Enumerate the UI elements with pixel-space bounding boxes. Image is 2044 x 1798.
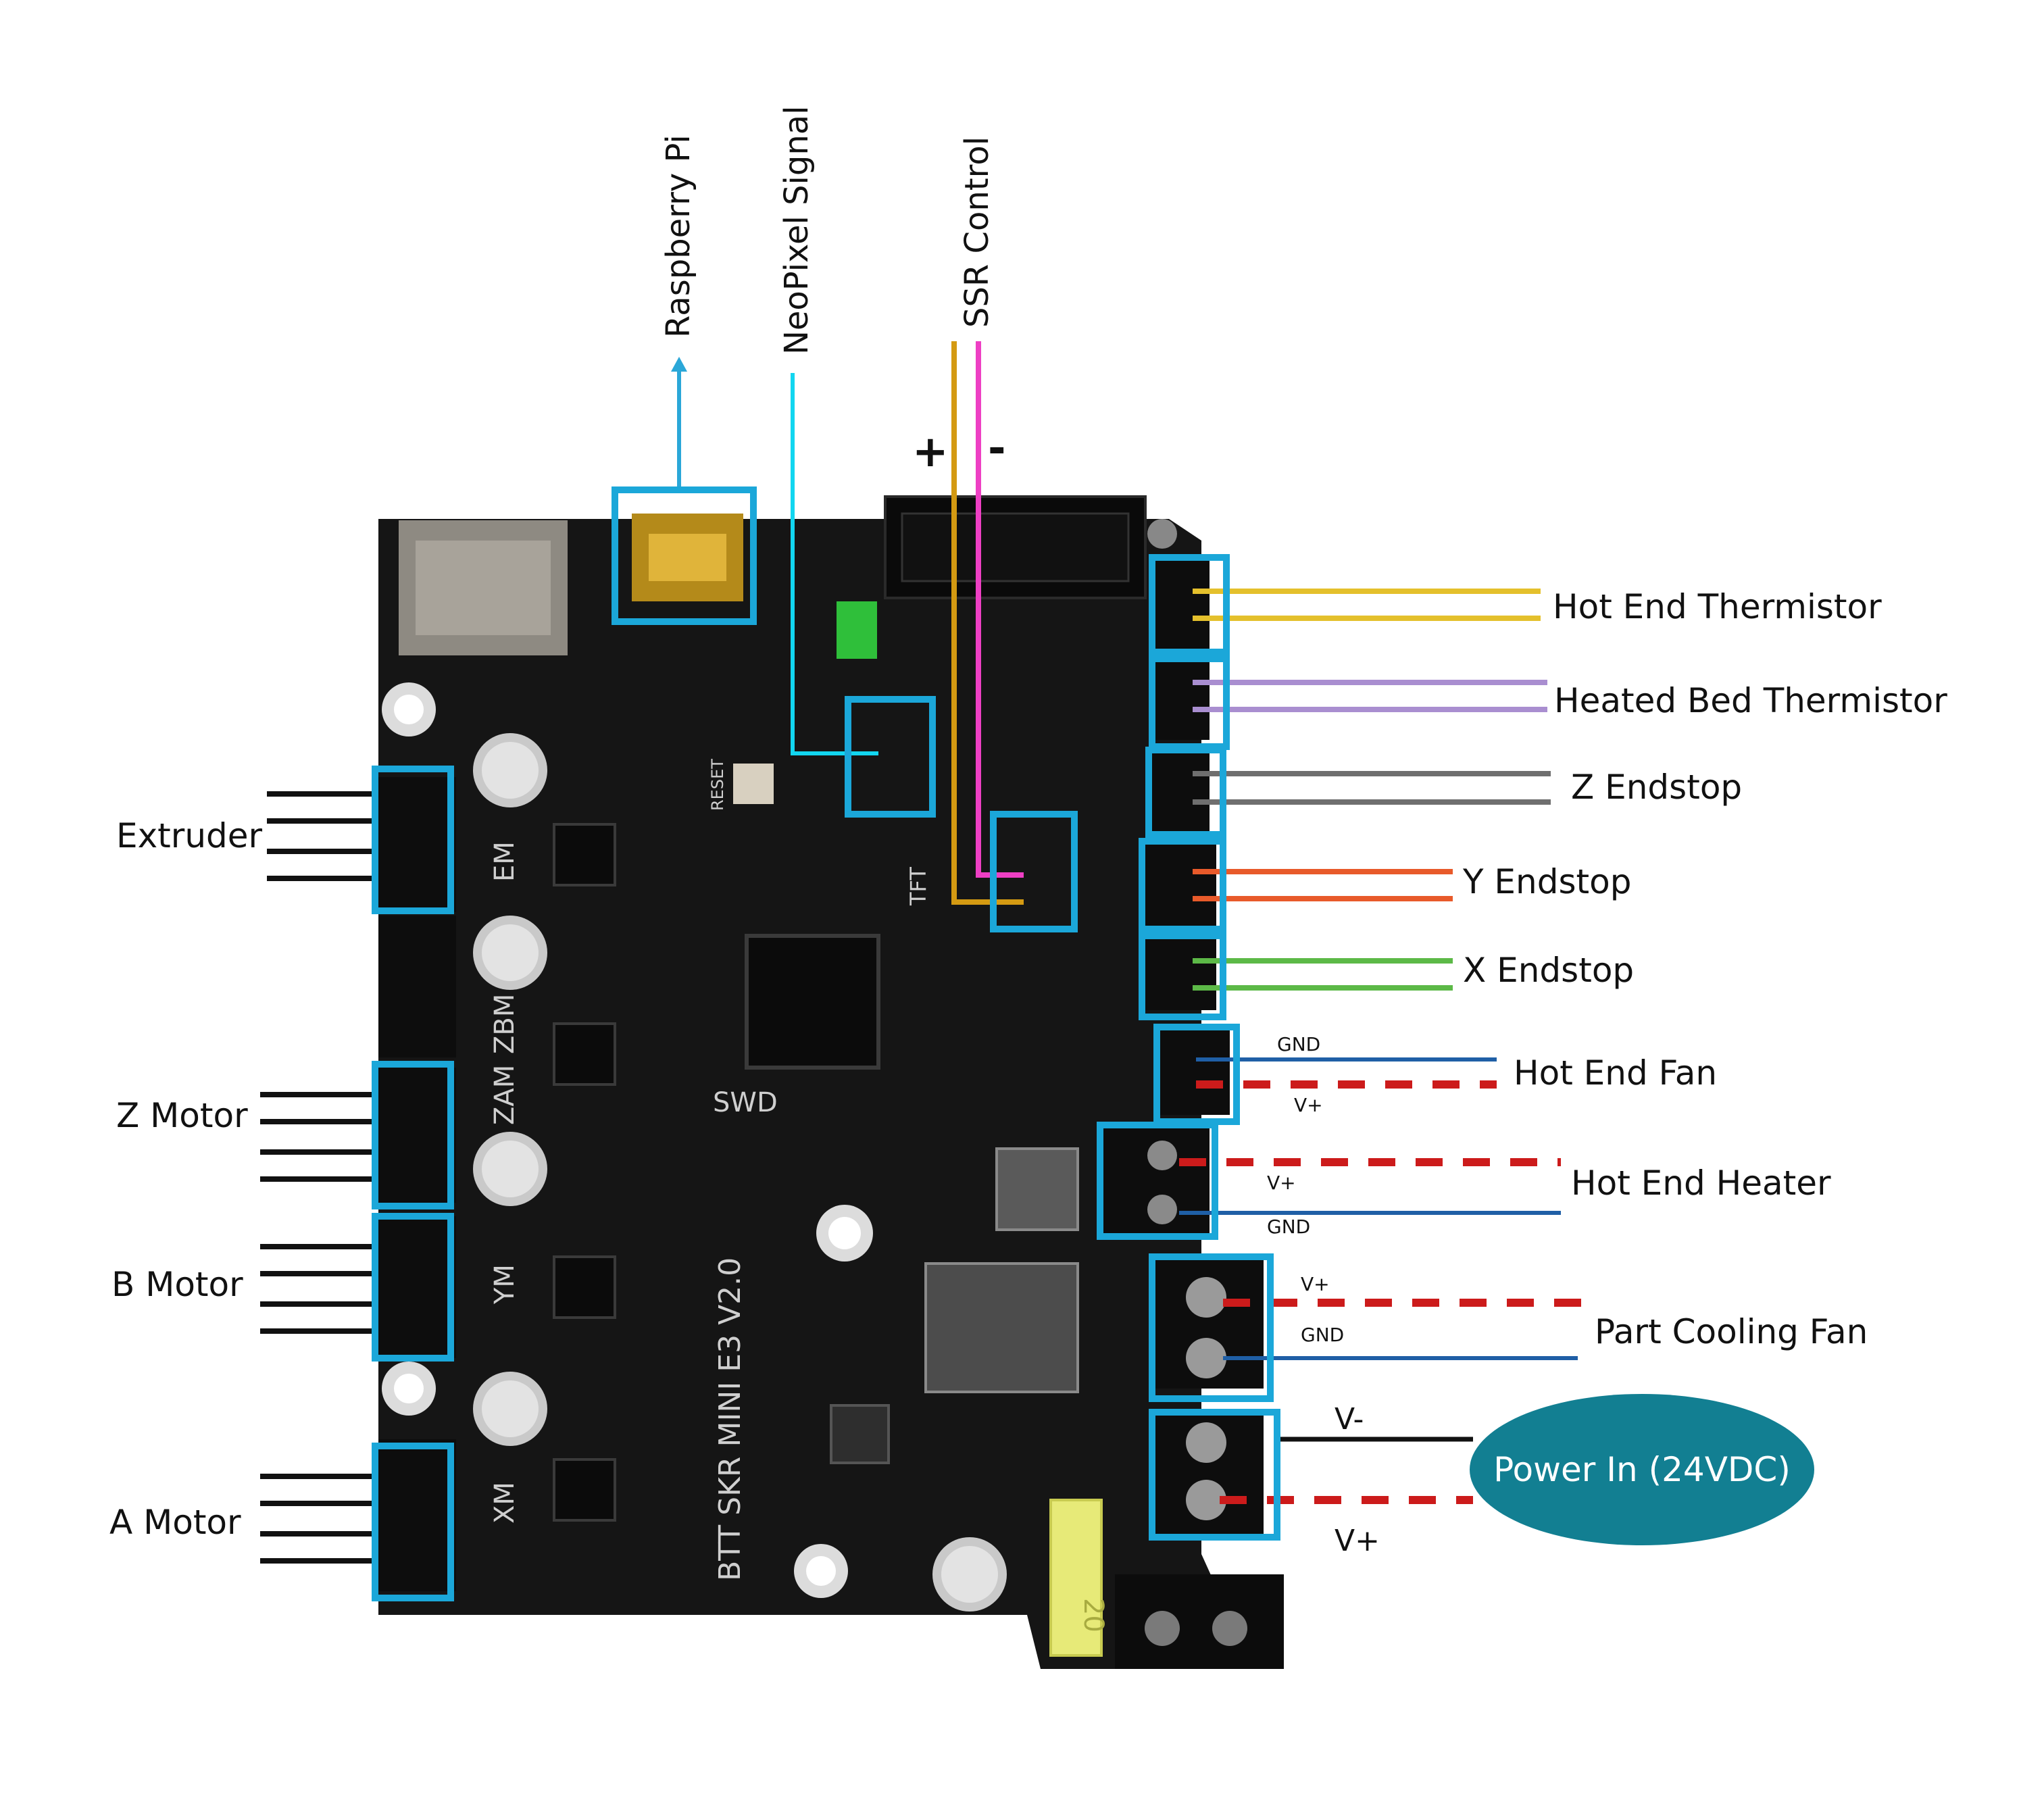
hot-end-heater-vplus-label: V+ bbox=[1267, 1172, 1296, 1194]
capacitor bbox=[473, 733, 547, 807]
arrow-up-icon bbox=[671, 357, 687, 372]
part-cooling-fan-label: Part Cooling Fan bbox=[1595, 1312, 1868, 1351]
highlight-usb bbox=[612, 486, 757, 625]
hot-end-thermistor-wires bbox=[1193, 589, 1541, 621]
highlight-power-in bbox=[1149, 1409, 1280, 1541]
silk-xm: XM bbox=[489, 1482, 520, 1524]
highlight-y-endstop bbox=[1139, 838, 1226, 932]
driver-chip bbox=[553, 823, 616, 886]
bottom-terminal-block bbox=[1115, 1574, 1284, 1669]
highlight-hot-end-heater bbox=[1097, 1122, 1218, 1240]
highlight-boxes bbox=[372, 486, 1280, 1601]
neopixel-label: NeoPixel Signal bbox=[778, 105, 816, 355]
capacitor bbox=[473, 1132, 547, 1206]
ssr-control-label: SSR Control bbox=[958, 136, 996, 328]
jumper bbox=[837, 601, 877, 659]
ssr-control-link: SSR Control + - bbox=[912, 136, 1024, 905]
driver-chip bbox=[553, 1458, 616, 1522]
highlight-x-endstop bbox=[1139, 932, 1226, 1020]
z-endstop-wires bbox=[1193, 771, 1551, 805]
mount-hole bbox=[1147, 519, 1177, 549]
highlight-hot-end-thermistor bbox=[1149, 554, 1230, 655]
capacitor bbox=[473, 1372, 547, 1446]
power-in-ellipse bbox=[1470, 1394, 1814, 1545]
hot-end-fan-vplus-label: V+ bbox=[1294, 1094, 1323, 1116]
silk-fuse: 20 bbox=[1078, 1598, 1109, 1632]
power-terminal bbox=[1152, 1409, 1264, 1534]
neopixel-link: NeoPixel Signal bbox=[778, 105, 878, 755]
part-cooling-fan-vplus-label: V+ bbox=[1301, 1273, 1330, 1295]
y-endstop-label: Y Endstop bbox=[1462, 862, 1631, 901]
part-cooling-fan-gnd-label: GND bbox=[1301, 1324, 1344, 1346]
raspberry-pi-label: Raspberry Pi bbox=[659, 134, 697, 338]
y-endstop-wires bbox=[1193, 869, 1453, 901]
hot-end-fan-label: Hot End Fan bbox=[1514, 1053, 1717, 1093]
capacitor bbox=[473, 916, 547, 990]
hot-end-heater-gnd-label: GND bbox=[1267, 1216, 1310, 1238]
inductor bbox=[830, 1404, 890, 1464]
fan-terminal bbox=[1152, 1253, 1264, 1389]
capacitor bbox=[932, 1537, 1007, 1612]
highlight-z-endstop bbox=[1145, 747, 1226, 838]
hot-end-heater-label: Hot End Heater bbox=[1571, 1164, 1831, 1203]
power-in-label: Power In (24VDC) bbox=[1493, 1450, 1791, 1489]
silk-reset: RESET bbox=[708, 759, 727, 811]
highlight-z-motor bbox=[372, 1061, 454, 1209]
highlight-neopixel bbox=[845, 696, 936, 818]
driver-chip bbox=[553, 1022, 616, 1086]
highlight-extruder bbox=[372, 766, 454, 914]
mcu-chip bbox=[745, 934, 880, 1070]
z-motor-wires bbox=[260, 1092, 375, 1182]
mosfet bbox=[924, 1262, 1079, 1393]
x-endstop-wires bbox=[1193, 958, 1453, 991]
highlight-a-motor bbox=[372, 1443, 454, 1601]
power-vminus-label: V- bbox=[1335, 1402, 1364, 1437]
extruder-wires bbox=[267, 791, 375, 881]
hot-end-fan-wires bbox=[1196, 1057, 1497, 1089]
heater-terminal bbox=[1098, 1125, 1210, 1233]
z-motor-label: Z Motor bbox=[116, 1096, 248, 1135]
highlight-ssr bbox=[990, 811, 1078, 932]
silk-em: EM bbox=[489, 841, 520, 882]
driver-chip bbox=[553, 1255, 616, 1319]
silk-ym: YM bbox=[489, 1264, 520, 1305]
pcb-board: BTT SKR MINI E3 V2.0 EM ZBM ZAM YM XM SW… bbox=[378, 495, 1284, 1669]
power-vplus-label: V+ bbox=[1335, 1524, 1380, 1558]
power-in-wires bbox=[1220, 1437, 1473, 1504]
highlight-b-motor bbox=[372, 1213, 454, 1362]
b-motor-wires bbox=[260, 1244, 375, 1334]
raspberry-pi-link: Raspberry Pi bbox=[659, 134, 697, 490]
hot-end-thermistor-label: Hot End Thermistor bbox=[1553, 587, 1882, 626]
silk-zam: ZAM bbox=[489, 1065, 520, 1125]
a-motor-wires bbox=[260, 1474, 375, 1564]
a-motor-label: A Motor bbox=[109, 1503, 241, 1542]
part-cooling-fan-wires bbox=[1223, 1299, 1595, 1360]
silk-swd: SWD bbox=[713, 1087, 778, 1118]
z-endstop-label: Z Endstop bbox=[1571, 768, 1742, 807]
hot-end-fan-gnd-label: GND bbox=[1277, 1033, 1320, 1055]
silk-tft: TFT bbox=[905, 867, 931, 906]
extruder-label: Extruder bbox=[116, 816, 263, 855]
heated-bed-thermistor-wires bbox=[1193, 680, 1547, 712]
highlight-part-cooling-fan bbox=[1149, 1253, 1274, 1402]
silk-board-name: BTT SKR MINI E3 V2.0 bbox=[713, 1257, 747, 1581]
x-endstop-label: X Endstop bbox=[1463, 951, 1634, 990]
blade-fuse bbox=[1049, 1499, 1103, 1657]
mosfet bbox=[995, 1147, 1079, 1231]
hot-end-heater-wires bbox=[1179, 1158, 1561, 1215]
b-motor-label: B Motor bbox=[111, 1265, 243, 1304]
reset-button bbox=[733, 764, 774, 804]
silk-zbm: ZBM bbox=[489, 994, 520, 1054]
ssr-minus-label: - bbox=[988, 424, 1006, 474]
heated-bed-thermistor-label: Heated Bed Thermistor bbox=[1554, 681, 1947, 720]
ssr-plus-label: + bbox=[912, 427, 949, 477]
